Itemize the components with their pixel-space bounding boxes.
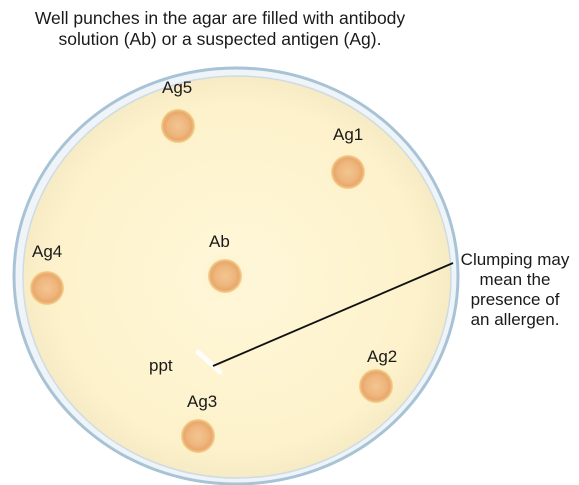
well-ag5-hole — [161, 109, 195, 143]
well-ag2-hole — [359, 369, 393, 403]
label-ag2: Ag2 — [367, 347, 397, 366]
well-ag3 — [171, 409, 225, 463]
well-ag1-hole — [331, 155, 365, 189]
well-ab-hole — [208, 259, 242, 293]
label-ag5: Ag5 — [162, 78, 192, 97]
label-ab: Ab — [209, 232, 230, 251]
well-ag2 — [349, 359, 403, 413]
well-ag3-hole — [181, 419, 215, 453]
callout-line-1: Clumping may — [452, 250, 578, 270]
label-ag4: Ag4 — [32, 242, 62, 261]
well-ag1 — [321, 145, 375, 199]
callout-line-3: presence of — [452, 290, 578, 310]
well-ag5 — [151, 99, 205, 153]
label-ag1: Ag1 — [333, 125, 363, 144]
well-ag4-hole — [30, 271, 64, 305]
well-ab — [198, 249, 252, 303]
callout-line-4: an allergen. — [452, 310, 578, 330]
callout-line-2: mean the — [452, 270, 578, 290]
label-ag3: Ag3 — [187, 392, 217, 411]
callout-text: Clumping may mean the presence of an all… — [452, 250, 578, 330]
well-ag4 — [20, 261, 74, 315]
label-ppt: ppt — [149, 356, 173, 375]
